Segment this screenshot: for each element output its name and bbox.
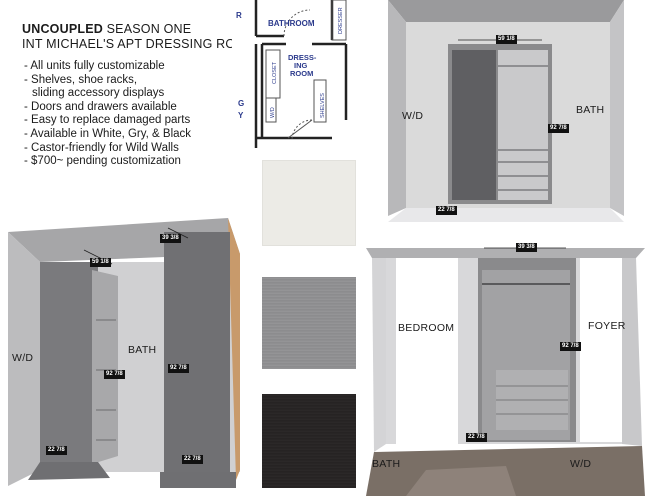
render-top-right: 59 1/8 92 7/8 22 7/8 W/D BATH <box>366 0 645 222</box>
floor-plan-shelves-label: SHELVES <box>320 93 326 118</box>
feature-item: sliding accessory displays <box>32 87 165 100</box>
feature-item: - Doors and drawers available <box>24 100 177 113</box>
dimension-width: 39 3/8 <box>516 243 537 252</box>
sheet-title: UNCOUPLED SEASON ONE INT MICHAEL'S APT D… <box>22 22 256 52</box>
room-label-bath: BATH <box>128 344 157 356</box>
swatch-white <box>262 160 356 246</box>
feature-item: - Available in White, Gry, & Black <box>24 127 192 140</box>
render-bottom-right: 39 3/8 92 7/8 22 7/8 BEDROOM FOYER BATH … <box>366 240 645 496</box>
feature-item: - All units fully customizable <box>24 60 165 72</box>
feature-list: - All units fully customizable - Shelves… <box>24 60 191 169</box>
dimension-depth: 22 7/8 <box>46 446 67 455</box>
season-label: SEASON ONE <box>102 22 192 36</box>
dimension-height: 92 7/8 <box>168 364 189 373</box>
dimension-depth: 22 7/8 <box>182 455 203 464</box>
dimension-height: 92 7/8 <box>548 124 569 133</box>
render-bottom-left: 39 3/8 59 1/8 92 7/8 92 7/8 22 7/8 22 7/… <box>0 210 250 496</box>
render-bottom-left-scene <box>0 210 250 496</box>
dimension-depth: 22 7/8 <box>466 433 487 442</box>
dimension-height: 92 7/8 <box>560 342 581 351</box>
feature-item: - Castor-friendly for Wild Walls <box>24 141 179 154</box>
brand-name: UNCOUPLED <box>22 22 103 36</box>
dimension-width: 59 1/8 <box>496 35 517 44</box>
floor-plan-dressing-label: ING <box>294 61 308 70</box>
dimension-width: 59 1/8 <box>90 258 111 267</box>
room-label-foyer: FOYER <box>588 320 626 332</box>
floor-plan-dresser-label: DRESSER <box>338 7 344 34</box>
feature-item: - Shelves, shoe racks, <box>24 73 138 86</box>
render-top-right-scene <box>366 0 645 222</box>
dimension-top-width: 39 3/8 <box>160 234 181 243</box>
swatch-black <box>262 394 356 488</box>
swatch-grey <box>262 277 356 369</box>
floor-plan-bathroom-label: BATHROOM <box>268 19 315 28</box>
floor-plan-edge-letter: Y <box>238 111 244 120</box>
room-label-bedroom: BEDROOM <box>398 322 455 334</box>
room-label-wd: W/D <box>402 110 424 122</box>
room-label-bath: BATH <box>576 104 605 116</box>
floor-plan-closet-label: CLOSET <box>272 61 278 84</box>
room-label-wd: W/D <box>570 458 592 470</box>
floor-plan-edge-letter: G <box>238 99 244 108</box>
feature-item: - $700~ pending customization <box>24 155 181 168</box>
feature-item: - Easy to replace damaged parts <box>24 114 191 127</box>
room-label-wd: W/D <box>12 352 34 364</box>
floor-plan-edge-letter: R <box>236 11 242 20</box>
floor-plan-dressing-label: ROOM <box>290 69 313 78</box>
floor-plan-wd-label: W/D <box>270 107 276 118</box>
floor-plan-dressing-label: DRESS- <box>288 53 317 62</box>
dimension-height: 92 7/8 <box>104 370 125 379</box>
room-label-bath: BATH <box>372 458 401 470</box>
render-bottom-right-scene <box>366 240 645 496</box>
dimension-depth: 22 7/8 <box>436 206 457 215</box>
floor-plan: R BATHROOM DRESSER DRESS- ING ROOM CLOSE… <box>232 0 358 148</box>
sheet-subtitle: INT MICHAEL'S APT DRESSING ROOM <box>22 37 256 51</box>
